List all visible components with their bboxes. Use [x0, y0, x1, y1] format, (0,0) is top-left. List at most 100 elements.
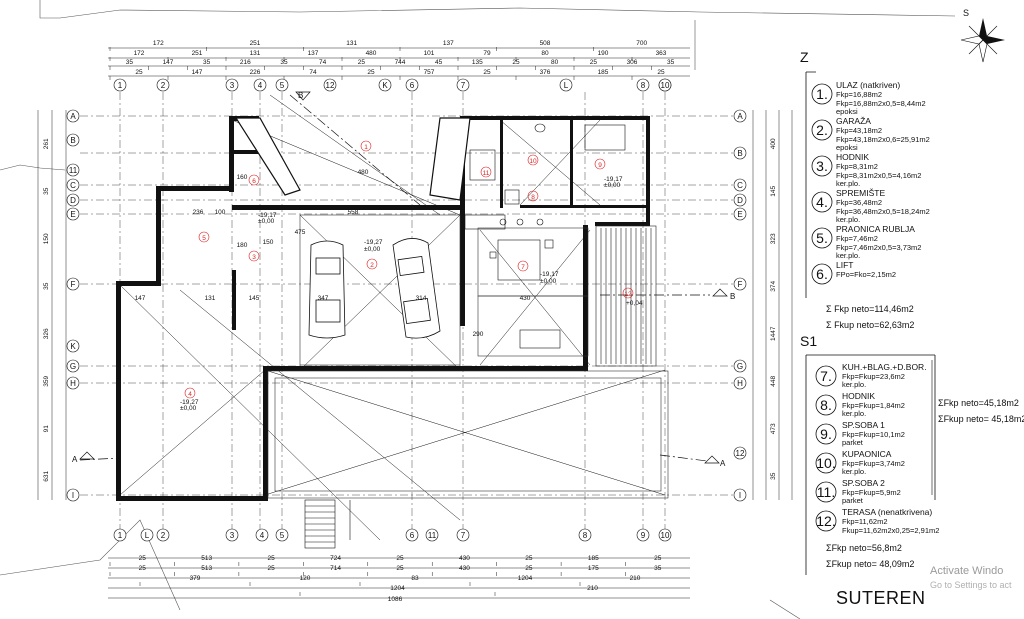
axis-top-label: 8 — [641, 81, 646, 90]
legend-s1-line1: Fkp=Fkup=23,6m2 — [842, 372, 905, 381]
legend-s1-name: KUPAONICA — [842, 449, 892, 459]
axis-left-label: 11 — [69, 166, 78, 175]
axis-bottom-label: 6 — [410, 531, 415, 540]
room-marker-label: 1 — [364, 144, 368, 151]
axis-left-label: F — [71, 280, 76, 289]
legend-z-number: 4. — [816, 194, 828, 210]
inner-dimension: 147 — [135, 295, 146, 302]
axis-left-label-marker — [66, 376, 80, 390]
dimension-value: 175 — [588, 565, 599, 572]
section-marks — [79, 91, 728, 464]
room-marker-label: 8 — [531, 194, 535, 201]
axis-bottom-label: 5 — [280, 531, 285, 540]
axis-bottom-label: 1 — [118, 531, 123, 540]
legend-z-name: GARAŽA — [836, 116, 871, 126]
dimension-value: 91 — [43, 425, 50, 433]
legend-s1-number: 8. — [820, 397, 832, 413]
dimension-value: 25 — [396, 565, 404, 572]
legend-z-line2: Fkp=7,46m2x0,5=3,73m2 — [836, 243, 921, 252]
legend-z-line1: Fkp=43,18m2 — [836, 126, 882, 135]
legend-s1-side-sum-1: ΣFkp neto=45,18m2 — [938, 398, 1019, 408]
room-marker-label: 11 — [483, 170, 490, 177]
legend-s1-number: 10. — [816, 455, 835, 471]
axis-right-label: B — [737, 149, 742, 158]
dimension-value: 80 — [551, 59, 559, 66]
dimension-value: 631 — [43, 470, 50, 481]
dimension-value: 714 — [330, 565, 341, 572]
dimension-lines — [37, 47, 793, 599]
dimension-value: 147 — [192, 69, 203, 76]
axis-top-label-marker — [405, 78, 419, 92]
axis-top-label-marker — [323, 78, 337, 92]
dimension-value: 137 — [443, 40, 454, 47]
level-mark: ±0,00 — [604, 182, 621, 189]
dimension-value: 306 — [627, 59, 638, 66]
dimension-value: 185 — [588, 555, 599, 562]
axis-left-label-marker — [66, 359, 80, 373]
dimension-value: 35 — [654, 565, 662, 572]
legend-z-name: SPREMIŠTE — [836, 188, 885, 198]
axis-bottom-label-marker — [225, 528, 239, 542]
level-mark: -19,27 — [180, 399, 199, 406]
axis-top-label-marker — [456, 78, 470, 92]
dimension-value: 25 — [367, 69, 375, 76]
axis-top-label-marker — [378, 78, 392, 92]
dimension-value: 172 — [153, 40, 164, 47]
legend-number-badge — [815, 365, 837, 387]
axis-top-label: 1 — [118, 81, 123, 90]
axis-bottom-label-marker — [578, 528, 592, 542]
legend-s1-floor: ker.plo. — [842, 467, 866, 476]
axis-right-label: D — [737, 196, 743, 205]
dimension-value: 45 — [435, 59, 443, 66]
axis-top-label-marker — [559, 78, 573, 92]
legend-number-badge — [811, 263, 833, 285]
dimension-value: 430 — [459, 555, 470, 562]
axis-bottom-label-marker — [275, 528, 289, 542]
dimension-value: 744 — [395, 59, 406, 66]
room-marker-label: 10 — [529, 158, 537, 165]
axis-bottom-label: 8 — [583, 531, 588, 540]
legend-s1-sum-1: ΣFkp neto=56,8m2 — [826, 543, 902, 553]
dimension-value: 25 — [483, 69, 491, 76]
legend-s1-floor: parket — [842, 438, 864, 447]
axis-left-label: C — [70, 181, 76, 190]
axis-right-label-marker — [733, 359, 747, 373]
legend-s1-number: 11. — [817, 484, 835, 500]
axis-right-label: C — [737, 181, 743, 190]
dimension-value: 145 — [770, 185, 777, 196]
axis-left-label: I — [72, 491, 74, 500]
legend-number-badge — [811, 227, 833, 249]
dimension-value: 25 — [139, 565, 147, 572]
legend-s1-name: KUH.+BLAG.+D.BOR. — [842, 362, 927, 372]
legend-s1-number: 9. — [820, 426, 832, 442]
inner-dimension: 160 — [237, 174, 248, 181]
level-mark: -19,27 — [364, 239, 383, 246]
dimension-value: 35 — [770, 472, 777, 480]
dimension-value: 1204 — [518, 575, 533, 582]
axis-bottom-label-marker — [456, 528, 470, 542]
legend-s1-sum-2: ΣFkup neto= 48,09m2 — [826, 559, 914, 569]
legend-z-sum-1: Σ Fkp neto=114,46m2 — [826, 304, 914, 314]
inner-dimension: 145 — [249, 295, 260, 302]
inner-dimension: 131 — [205, 295, 216, 302]
axis-right-label-marker — [733, 446, 747, 460]
axis-left-label: A — [70, 112, 76, 121]
level-mark: ±0,00 — [540, 278, 557, 285]
inner-dimension: 290 — [473, 331, 484, 338]
axis-left-label: D — [70, 196, 76, 205]
axis-top-label-marker — [658, 78, 672, 92]
axis-right-label: A — [737, 112, 743, 121]
axis-bottom-label: 9 — [641, 531, 646, 540]
inner-dimension: 100 — [215, 209, 226, 216]
cars — [308, 238, 441, 339]
axis-right-label: G — [737, 362, 743, 371]
room-marker-label: 9 — [598, 162, 602, 169]
legend-z-line2: Fkp=8,31m2x0,5=4,16m2 — [836, 171, 921, 180]
axis-right-label-marker — [733, 193, 747, 207]
diagonal-hatch-lines — [119, 94, 666, 541]
axis-right-label: E — [737, 210, 742, 219]
walls — [116, 116, 650, 501]
legend-z-line2: Fkp=43,18m2x0,6=25,91m2 — [836, 135, 930, 144]
dimension-value: 172 — [134, 50, 145, 57]
dimension-value: 430 — [459, 565, 470, 572]
